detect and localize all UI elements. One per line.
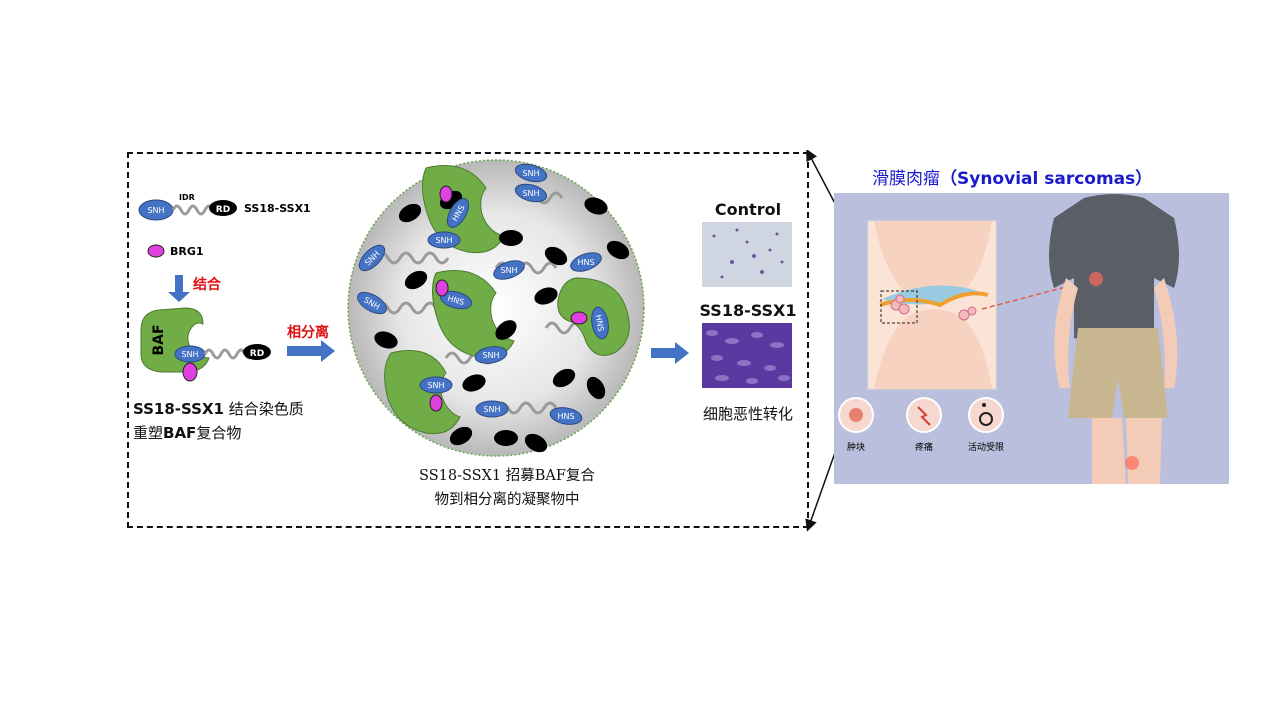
- figure-shirt: [1049, 194, 1179, 343]
- snh-label: SNH: [147, 206, 164, 215]
- figure-leg-left: [1092, 418, 1126, 484]
- transform-label: 细胞恶性转化: [702, 405, 793, 423]
- left-caption-rest: 结合染色质: [223, 400, 304, 418]
- svg-text:SNH: SNH: [522, 169, 539, 178]
- left-mechanism-graphic: SNH IDR RD SS18-SSX1 BRG1 结合 BAF SNH RD: [138, 193, 311, 382]
- phase-arrow: [287, 340, 335, 362]
- idr-label: IDR: [179, 193, 195, 202]
- panel-title: 滑膜肉瘤（Synovial sarcomas）: [872, 164, 1152, 189]
- bind-arrow: [168, 275, 190, 302]
- brg1-bound: [182, 362, 198, 382]
- knee-lesion: [1125, 456, 1139, 470]
- left-caption2-bold: BAF: [163, 424, 197, 442]
- phase-label: 相分离: [287, 325, 329, 341]
- svg-text:SNH: SNH: [500, 266, 517, 275]
- transform-arrow: [651, 342, 689, 364]
- figure-arm-right: [1154, 278, 1178, 388]
- svg-text:HNS: HNS: [446, 294, 465, 307]
- left-caption-bold: SS18-SSX1: [133, 400, 224, 418]
- figure-shorts: [1068, 328, 1168, 418]
- left-caption2-post: 复合物: [196, 424, 242, 442]
- anatomy-illustration: 肿块 疼痛 活动受限: [838, 194, 1179, 484]
- symptom-limited-label: 活动受限: [968, 441, 1004, 453]
- symptom-pain-label: 疼痛: [915, 441, 933, 453]
- rd-domain: [209, 200, 237, 216]
- panel-title-cn: 滑膜肉瘤: [872, 169, 940, 189]
- symptom-mass-label: 肿块: [847, 441, 865, 453]
- bind-label: 结合: [193, 276, 222, 293]
- brg1-legend-dot: [147, 244, 165, 258]
- panel-title-en: （Synovial sarcomas）: [940, 169, 1153, 189]
- rd-label: RD: [216, 205, 230, 215]
- svg-text:SNH: SNH: [482, 351, 499, 360]
- condensate-graphic: SNH SNH HNS SNH SNH SNH HNS HNS SNH HNS …: [347, 159, 645, 457]
- control-label: Control: [714, 200, 782, 219]
- svg-text:HNS: HNS: [594, 314, 606, 332]
- middle-caption-line1: SS18-SSX1 招募BAF复合: [419, 468, 595, 484]
- svg-text:HNS: HNS: [557, 412, 574, 421]
- svg-text:HNS: HNS: [577, 258, 594, 267]
- baf-complex-4: [384, 350, 461, 435]
- control-image: [702, 222, 792, 287]
- ssx-label: SS18-SSX1: [699, 301, 797, 320]
- fusion-label: SS18-SSX1: [244, 202, 311, 215]
- left-caption-line1: SS18-SSX1 结合染色质: [133, 398, 304, 419]
- svg-text:SNH: SNH: [435, 236, 452, 245]
- synovial-sarcoma-panel: 肿块 疼痛 活动受限: [834, 193, 1229, 484]
- middle-caption: SS18-SSX1 招募BAF复合 物到相分离的凝聚物中: [387, 464, 627, 512]
- svg-text:SNH: SNH: [483, 405, 500, 414]
- left-caption-line2: 重塑BAF复合物: [133, 422, 241, 443]
- brg1-label: BRG1: [170, 245, 204, 258]
- figure-arm-left: [1054, 278, 1078, 388]
- snh-bound-label: SNH: [181, 350, 198, 359]
- middle-caption-line2: 物到相分离的凝聚物中: [434, 492, 580, 508]
- svg-text:SNH: SNH: [427, 381, 444, 390]
- rd-bound: [243, 344, 271, 360]
- svg-text:SNH: SNH: [522, 189, 539, 198]
- ssx-image: [702, 323, 792, 388]
- figure-leg-right: [1126, 418, 1162, 484]
- arm-lesion: [1089, 272, 1103, 286]
- baf-label: BAF: [151, 324, 167, 355]
- left-caption2-pre: 重塑: [133, 424, 164, 442]
- diagram-frame: [127, 152, 809, 528]
- tumor-focus-box: [880, 290, 918, 324]
- rd-bound-label: RD: [250, 349, 264, 359]
- wheelchair-icon: [968, 397, 1004, 433]
